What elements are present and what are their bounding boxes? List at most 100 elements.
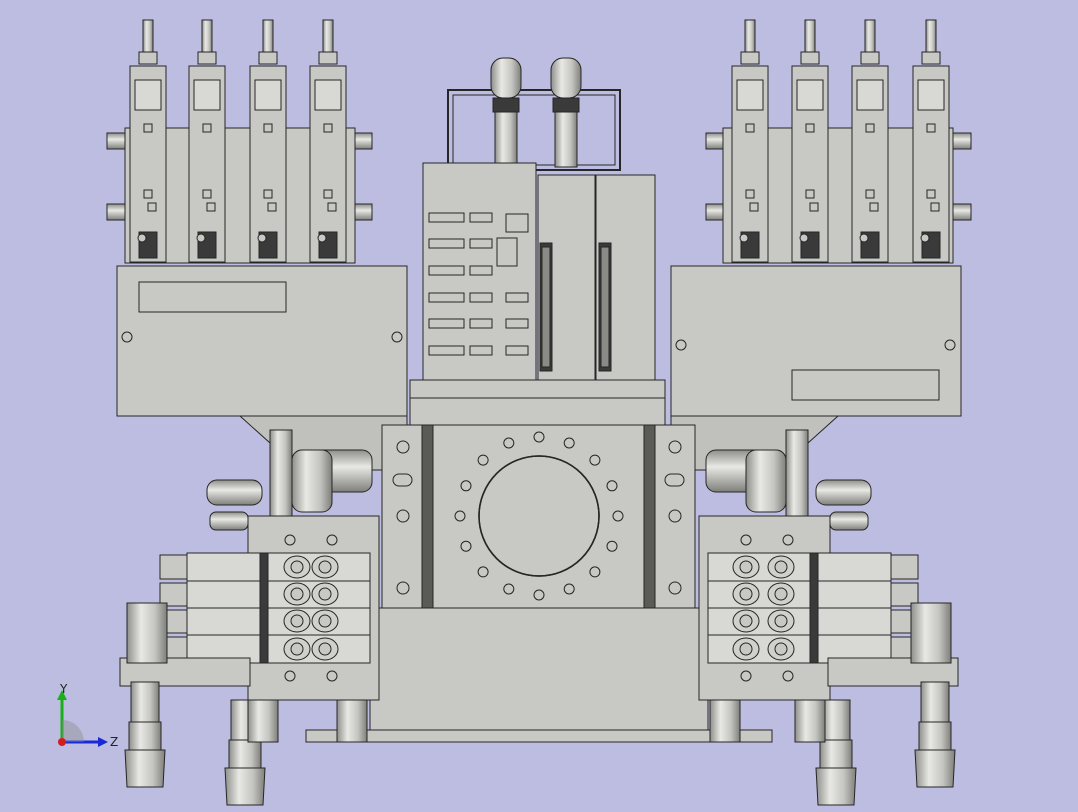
valve-port-bore [739,614,753,628]
sensor-port [267,202,277,212]
sensor-port [926,189,936,199]
flange-bolt-hole [533,431,545,443]
cylinder-cap [736,79,764,111]
flange-bolt-hole [477,454,489,466]
flange-bolt-hole [563,437,575,449]
rod-collar [318,51,338,65]
suction-stem [920,681,950,723]
sensor-port [323,123,333,133]
triad-origin [58,738,66,746]
sensor-port [202,189,212,199]
fitting-bolt [920,233,930,243]
suction-adapter [128,721,162,751]
sensor-port [263,189,273,199]
sensor-port [147,202,157,212]
valve-port-bore [739,560,753,574]
center-flange-block [381,424,696,611]
rod-collar [258,51,278,65]
sensor-port [930,202,940,212]
fitting-bolt [799,233,809,243]
suction-cup [224,767,266,806]
rod-collar [740,51,760,65]
sensor-port [327,202,337,212]
valve-port-bore [290,614,304,628]
flange-bolt-hole [503,437,515,449]
sensor-port [869,202,879,212]
control-unit [409,57,666,426]
sensor-port [865,189,875,199]
sensor-port [263,123,273,133]
flange-bolt-hole [612,510,624,522]
fitting-bolt [317,233,327,243]
sensor-port [143,123,153,133]
cylinder-cap [314,79,342,111]
rod-collar [860,51,880,65]
sensor-port [926,123,936,133]
y-axis-label: Y [59,682,68,696]
valve-port-bore [318,614,332,628]
suction-adapter [819,739,853,769]
triad-arc [62,720,84,742]
standoff-pillar [709,699,741,743]
sensor-port [745,123,755,133]
valve-port-bore [318,642,332,656]
sensor-port [805,123,815,133]
left-valve-manifold [119,515,380,701]
valve-port-bore [774,614,788,628]
fitting-bolt [137,233,147,243]
suction-adapter [918,721,952,751]
cylinder-cap [193,79,221,111]
flange-bolt-hole [533,589,545,601]
fitting-bolt [859,233,869,243]
cylinder-cap [917,79,945,111]
sensor-port [143,189,153,199]
flange-bolt-hole [606,540,618,552]
valve-port-bore [774,587,788,601]
cylinder-cap [134,79,162,111]
rod-collar [800,51,820,65]
z-axis-arrowhead [98,737,108,747]
cylinder-cap [254,79,282,111]
valve-port-bore [318,587,332,601]
fitting-bolt [739,233,749,243]
sensor-port [805,189,815,199]
rod-collar [921,51,941,65]
standoff-pillar [336,699,368,743]
cylinder-cap [856,79,884,111]
flange-bolt-hole [589,454,601,466]
suction-stem [130,681,160,723]
valve-port-bore [290,642,304,656]
flange-bolt-hole [477,566,489,578]
rod-collar [197,51,217,65]
z-axis-label: Z [110,735,118,749]
standoff-pillar [247,699,279,743]
view-orientation-triad: Y Z [57,682,118,749]
cylinder-cap [796,79,824,111]
suction-cup [124,749,166,788]
flange-bolt-hole [460,480,472,492]
y-axis-arrowhead [57,690,67,700]
sensor-port [749,202,759,212]
valve-port-bore [290,587,304,601]
flange-bolt-hole [606,480,618,492]
valve-port-bore [739,642,753,656]
flange-bolt-hole [460,540,472,552]
rod-collar [138,51,158,65]
fitting-bolt [257,233,267,243]
flange-bolt-hole [503,583,515,595]
fitting-bolt [196,233,206,243]
valve-port-bore [290,560,304,574]
suction-stem [821,699,851,741]
valve-port-bore [774,560,788,574]
flange-bolt-hole [589,566,601,578]
suction-cup [815,767,857,806]
sensor-port [202,123,212,133]
valve-port-bore [318,560,332,574]
valve-port-bore [739,587,753,601]
flange-bolt-hole [454,510,466,522]
suction-cup [914,749,956,788]
right-valve-manifold [698,515,959,701]
sensor-port [206,202,216,212]
